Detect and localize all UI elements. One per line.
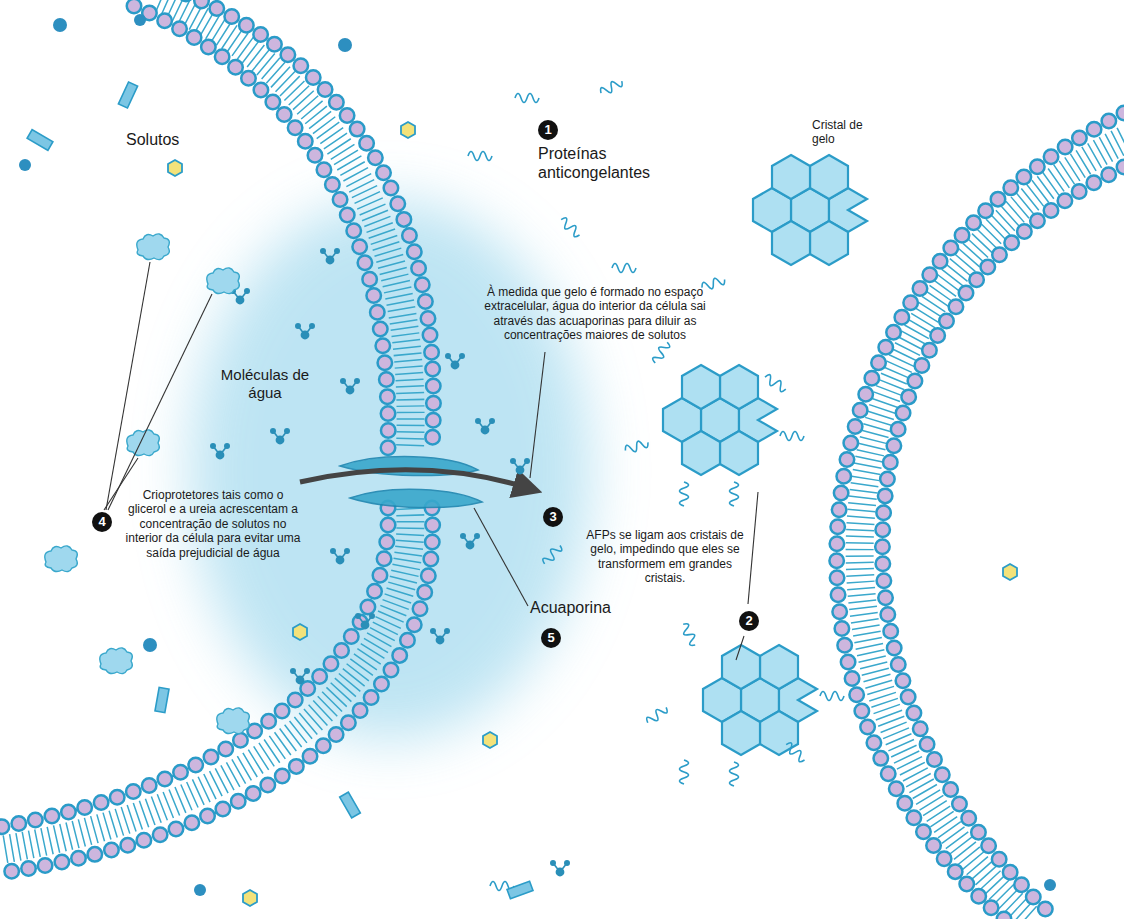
- callout-number: 5: [541, 628, 561, 648]
- note-text: À medida que gelo é formado no espaço ex…: [470, 285, 720, 343]
- callout-number: 1: [538, 120, 558, 140]
- part-label: Proteínas anticongelantes: [538, 144, 668, 182]
- part-label: Cristal de gelo: [812, 118, 874, 147]
- note-text: Crioprotetores tais como o glicerol e a …: [124, 488, 302, 560]
- callout-number: 3: [543, 507, 563, 527]
- callout-number: 4: [92, 512, 112, 532]
- part-label: Acuaporina: [530, 598, 611, 617]
- note-text: AFPs se ligam aos cristais de gelo, impe…: [585, 528, 745, 586]
- part-label: Solutos: [126, 130, 179, 149]
- callout-number: 2: [739, 611, 759, 631]
- part-label: Moléculas de água: [205, 366, 325, 402]
